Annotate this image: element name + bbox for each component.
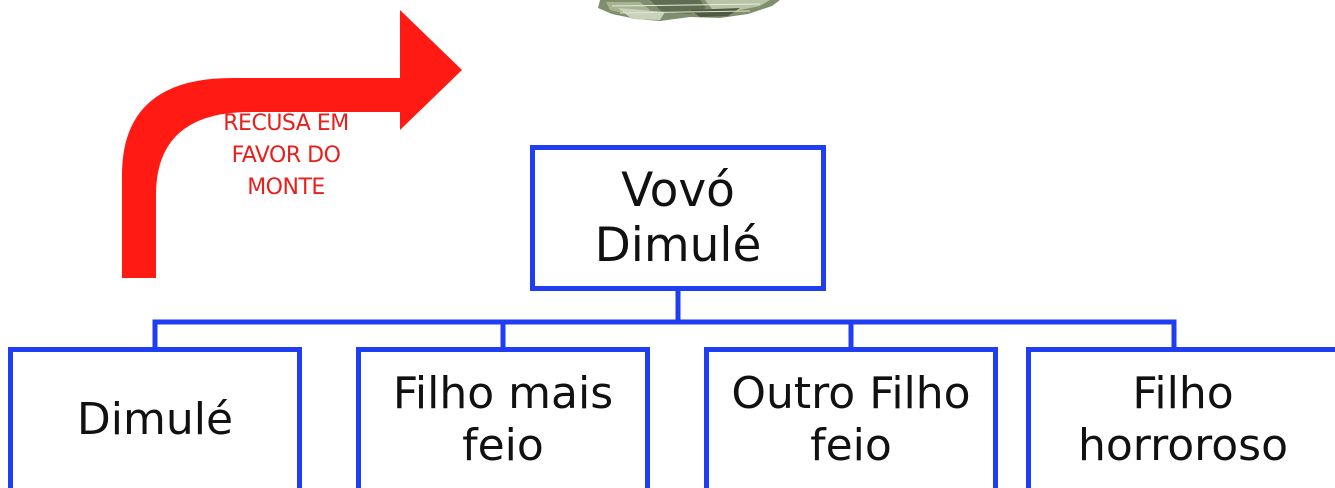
child-node-label: Dimulé <box>77 394 233 446</box>
child-node-box: Filho horroroso <box>1026 347 1335 488</box>
child-node-line: Dimulé <box>76 394 234 446</box>
root-node-line: Dimulé <box>594 218 762 273</box>
child-node-box: Filho mais feio <box>356 347 650 488</box>
arrow-label-line: FAVOR DO <box>231 142 341 168</box>
child-node-line: feio <box>810 420 892 471</box>
child-node-label: Filho horroroso <box>1078 368 1288 472</box>
child-node-line: horroroso <box>1077 420 1289 471</box>
arrow-label-line: MONTE <box>247 174 325 200</box>
root-node-line: Vovó <box>621 162 735 218</box>
curved-arrow-icon <box>122 10 462 278</box>
child-node-line: Filho mais <box>392 368 614 420</box>
child-node-line: Outro Filho <box>731 368 971 420</box>
child-node-line: Filho <box>1132 368 1234 420</box>
child-node-box: Outro Filho feio <box>704 347 998 488</box>
arrow-label: RECUSA EM FAVOR DO MONTE <box>186 108 386 204</box>
child-node-line: feio <box>462 420 544 471</box>
money-stack-graphic <box>598 0 780 21</box>
root-node-label: Vovó Dimulé <box>595 163 762 274</box>
child-node-box: Dimulé <box>8 347 302 488</box>
child-node-label: Filho mais feio <box>393 368 613 472</box>
arrow-label-line: RECUSA EM <box>223 111 349 136</box>
root-node-box: Vovó Dimulé <box>530 145 826 291</box>
connector-lines <box>152 288 1177 352</box>
child-node-label: Outro Filho feio <box>731 368 970 472</box>
